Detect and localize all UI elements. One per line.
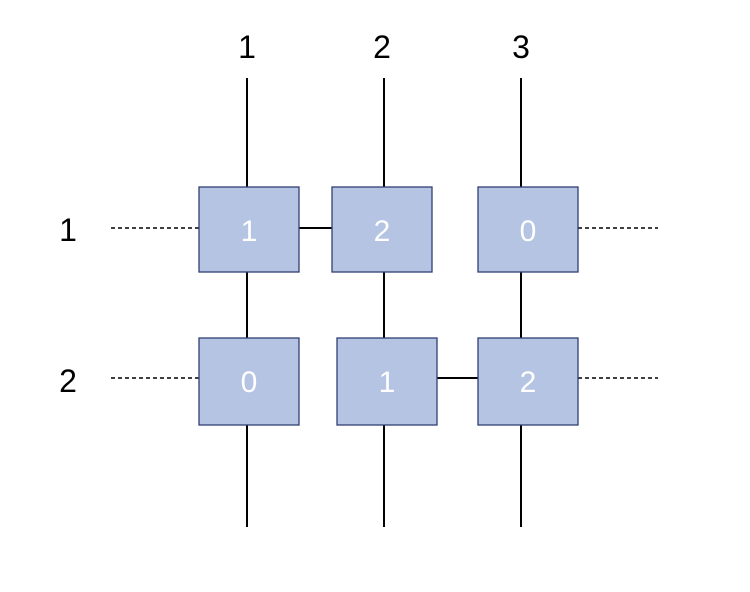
cell-value-r2c1: 0: [241, 366, 258, 399]
cell-box-r2c3: [477, 337, 579, 426]
column-label-2: 2: [373, 29, 391, 65]
cell-box-r2c1: [198, 337, 300, 426]
column-label-3: 3: [512, 29, 530, 65]
column-label-1: 1: [238, 29, 256, 65]
row-label-2: 2: [59, 363, 77, 399]
cell-value-r2c2: 1: [379, 366, 396, 399]
cell-box-r1c1: [198, 186, 300, 273]
cell-box-r2c2: [336, 337, 438, 426]
cell-box-r1c2: [331, 186, 433, 273]
cell-value-r1c2: 2: [374, 215, 391, 248]
row-label-1: 1: [59, 212, 77, 248]
cell-value-r1c3: 0: [520, 215, 537, 248]
cell-value-r2c3: 2: [520, 366, 537, 399]
cell-value-r1c1: 1: [241, 215, 258, 248]
cell-box-r1c3: [477, 186, 579, 273]
